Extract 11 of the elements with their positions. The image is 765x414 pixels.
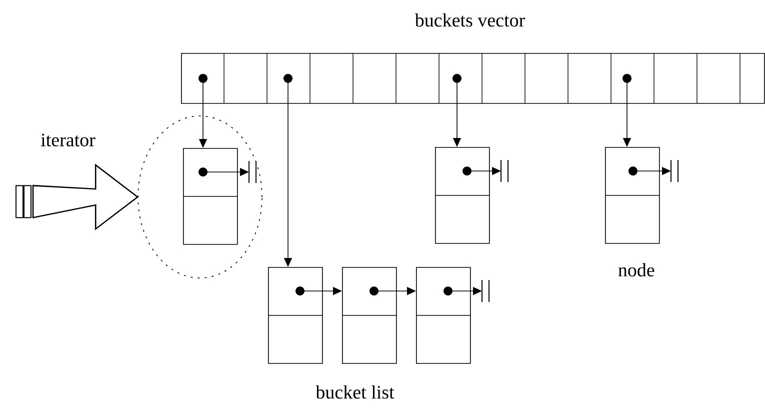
list-node <box>342 267 398 364</box>
node-caption: node <box>618 263 654 276</box>
list-node <box>434 147 490 244</box>
list-node <box>182 148 238 245</box>
block-arrow <box>16 164 139 230</box>
list-node <box>268 267 324 364</box>
list-caption: bucket list <box>316 385 394 399</box>
array-title: buckets vector <box>414 13 525 27</box>
iterator-label: iterator <box>40 134 96 146</box>
list-node <box>416 267 472 364</box>
dashed-ellipse <box>138 116 262 278</box>
